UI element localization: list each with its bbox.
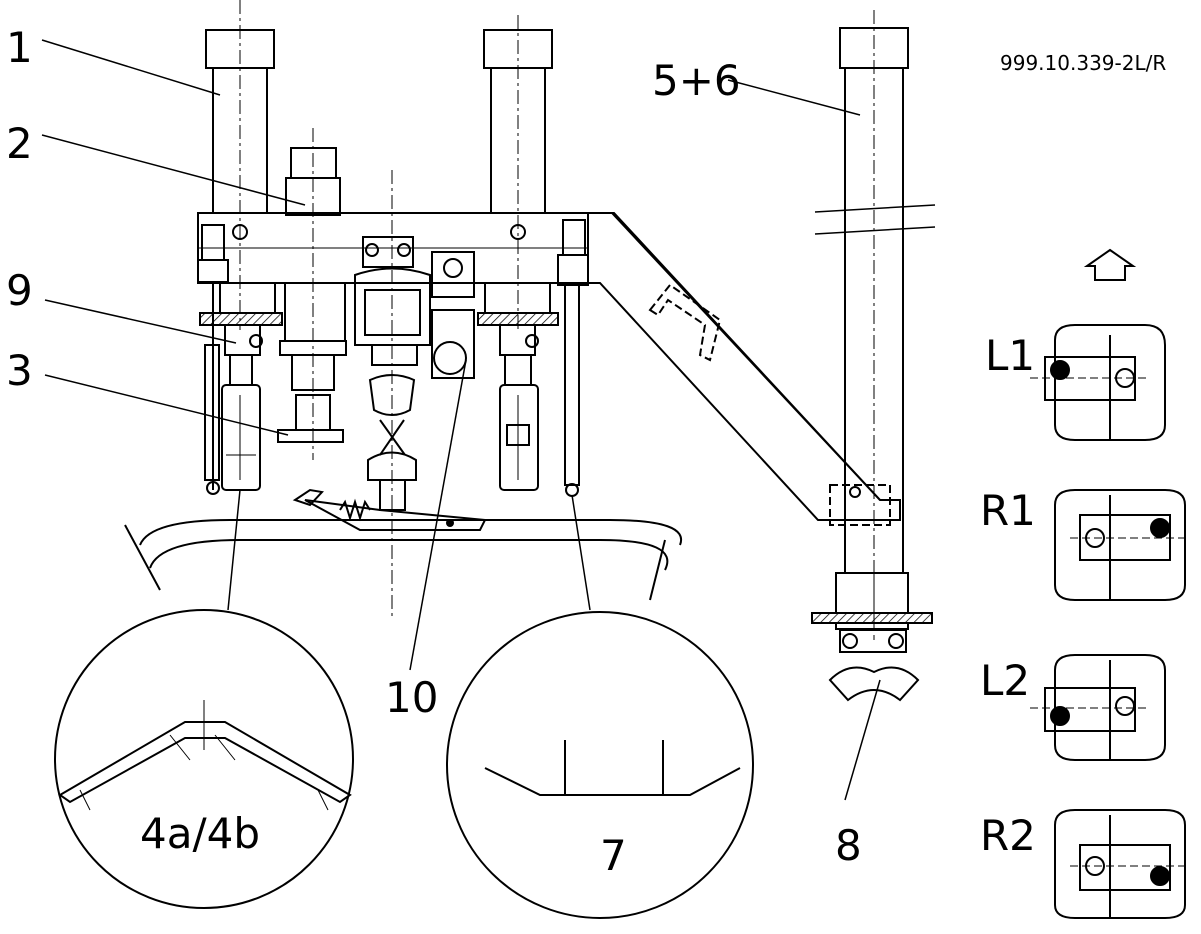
label-r2: R2 — [980, 811, 1036, 860]
label-l2: L2 — [980, 656, 1030, 705]
label-r1: R1 — [980, 486, 1036, 535]
bearing-left — [199, 282, 283, 491]
callout-7: 7 — [600, 831, 627, 880]
detail-circle-4a4b — [54, 609, 354, 909]
view-r2 — [1054, 809, 1186, 919]
rod-lower-middle — [277, 282, 347, 443]
guide-rod-right — [557, 219, 589, 497]
callout-8: 8 — [835, 821, 862, 870]
hook-assembly — [292, 170, 487, 620]
labels: 1 2 9 3 10 5+6 8 4a/4b 7 999.10.339-2L/R… — [6, 23, 1166, 880]
cylinder-right-long — [811, 10, 936, 702]
arrow-up-icon — [1083, 248, 1137, 281]
bracket-dashed — [648, 283, 891, 526]
label-l1: L1 — [985, 331, 1035, 380]
callout-10: 10 — [385, 673, 438, 722]
callout-4a-4b: 4a/4b — [140, 809, 260, 858]
leader-lines — [41, 39, 881, 801]
cylinder-left — [205, 0, 275, 330]
bearing-middle — [477, 282, 559, 491]
body-outline — [124, 519, 683, 601]
view-r1 — [1054, 489, 1186, 601]
callout-9: 9 — [6, 266, 33, 315]
view-l2 — [1030, 654, 1166, 761]
guide-rod-left — [197, 224, 229, 495]
callout-3: 3 — [6, 346, 33, 395]
drawing-code: 999.10.339-2L/R — [1000, 51, 1166, 75]
callout-2: 2 — [6, 119, 33, 168]
frame-plate — [197, 212, 901, 521]
detail-circle-7 — [446, 611, 754, 919]
rod-upper-middle — [285, 128, 341, 460]
callout-5-6: 5+6 — [652, 56, 741, 105]
callout-1: 1 — [6, 23, 33, 72]
view-l1 — [1030, 324, 1166, 441]
